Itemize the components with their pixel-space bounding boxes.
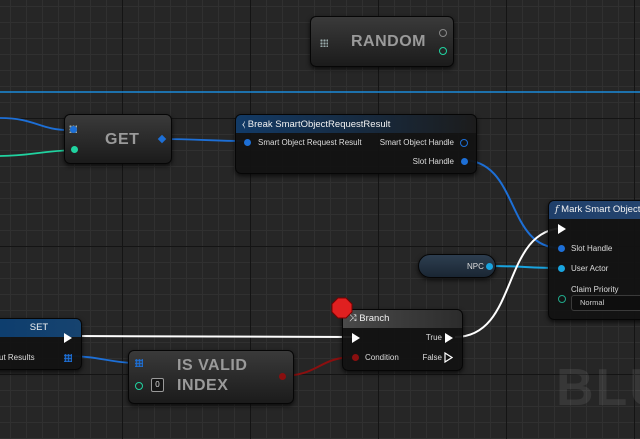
branch-exec-input-pin[interactable] (352, 333, 360, 343)
slot-handle-output-pin[interactable] (461, 158, 468, 165)
wire-exec-true-to-mark (454, 227, 566, 338)
is-valid-index-input-pin[interactable] (135, 382, 143, 390)
get-output-pin[interactable] (157, 134, 167, 144)
mark-user-actor-label: User Actor (571, 264, 609, 273)
branch-false-label: False (422, 353, 442, 362)
mark-exec-input-pin[interactable] (558, 224, 566, 234)
mark-smartobject-header: f Mark Smart Object (549, 201, 640, 219)
break-struct-node[interactable]: ⧼ Break SmartObjectRequestResult Smart O… (235, 114, 477, 174)
mark-claim-priority-pin[interactable] (558, 295, 566, 303)
npc-variable-node[interactable]: NPC (418, 254, 496, 278)
is-valid-title-line2: INDEX (177, 377, 229, 394)
blueprint-watermark: BLU (556, 359, 640, 417)
smartobject-handle-output-pin[interactable] (460, 139, 468, 147)
grip-icon (320, 39, 328, 47)
branch-title: Branch (359, 313, 390, 324)
npc-output-pin[interactable] (486, 263, 493, 270)
mark-slot-handle-label: Slot Handle (571, 244, 613, 253)
breakpoint-octagon-icon[interactable] (331, 297, 353, 319)
get-node[interactable]: GET (64, 114, 172, 164)
set-header: SET (0, 319, 81, 337)
npc-variable-label: NPC (467, 262, 484, 271)
get-array-input-pin[interactable] (70, 126, 77, 133)
mark-smartobject-node[interactable]: f Mark Smart Object Slot Handle User Act… (548, 200, 640, 320)
random-node-title: RANDOM (351, 33, 426, 50)
get-node-title: GET (105, 131, 140, 148)
random-node[interactable]: RANDOM (310, 16, 454, 67)
function-icon: f (555, 204, 559, 215)
request-result-label: Smart Object Request Result (258, 138, 362, 147)
break-struct-icon: ⧼ (242, 119, 246, 129)
wire-get-to-break (159, 138, 247, 142)
break-struct-title: Break SmartObjectRequestResult (247, 119, 391, 130)
branch-false-output-pin[interactable] (444, 352, 453, 363)
random-int-output-pin[interactable] (439, 47, 447, 55)
set-results-label: ut Results (0, 353, 35, 362)
branch-condition-input-pin[interactable] (352, 354, 359, 361)
mark-smartobject-title: Mark Smart Object (561, 204, 640, 215)
set-array-output-pin[interactable] (64, 354, 72, 362)
break-struct-header: ⧼ Break SmartObjectRequestResult (236, 115, 476, 133)
smartobject-handle-label: Smart Object Handle (379, 138, 454, 147)
is-valid-index-node[interactable]: 0 IS VALID INDEX (128, 350, 294, 404)
branch-header: ⤨ Branch (343, 310, 462, 328)
branch-condition-label: Condition (365, 353, 399, 362)
branch-icon: ⤨ (349, 313, 357, 324)
is-valid-array-input-pin[interactable] (135, 359, 143, 367)
mark-slot-handle-pin[interactable] (558, 245, 565, 252)
is-valid-bool-output-pin[interactable] (279, 373, 286, 380)
mark-claim-priority-label: Claim Priority (571, 285, 619, 294)
index-value: 0 (155, 380, 160, 389)
wire-exec-set-to-branch (73, 335, 353, 338)
branch-true-label: True (425, 333, 442, 342)
set-node[interactable]: SET ut Results (0, 318, 82, 370)
claim-priority-value: Normal (580, 298, 605, 307)
set-title: SET (29, 322, 49, 333)
request-result-input-pin[interactable] (244, 139, 251, 146)
set-exec-output-pin[interactable] (64, 333, 72, 343)
is-valid-title-line1: IS VALID (177, 357, 248, 374)
claim-priority-dropdown[interactable]: Normal (571, 295, 640, 311)
mark-user-actor-pin[interactable] (558, 265, 565, 272)
branch-node[interactable]: ⤨ Branch True Condition False (342, 309, 463, 371)
branch-true-output-pin[interactable] (445, 333, 453, 343)
wire-struct-to-get (0, 117, 69, 131)
random-output-pin[interactable] (439, 29, 447, 37)
index-value-box[interactable]: 0 (151, 378, 164, 392)
slot-handle-out-label: Slot Handle (412, 157, 454, 166)
wire-slothandle (461, 159, 561, 249)
get-index-input-pin[interactable] (71, 146, 78, 153)
